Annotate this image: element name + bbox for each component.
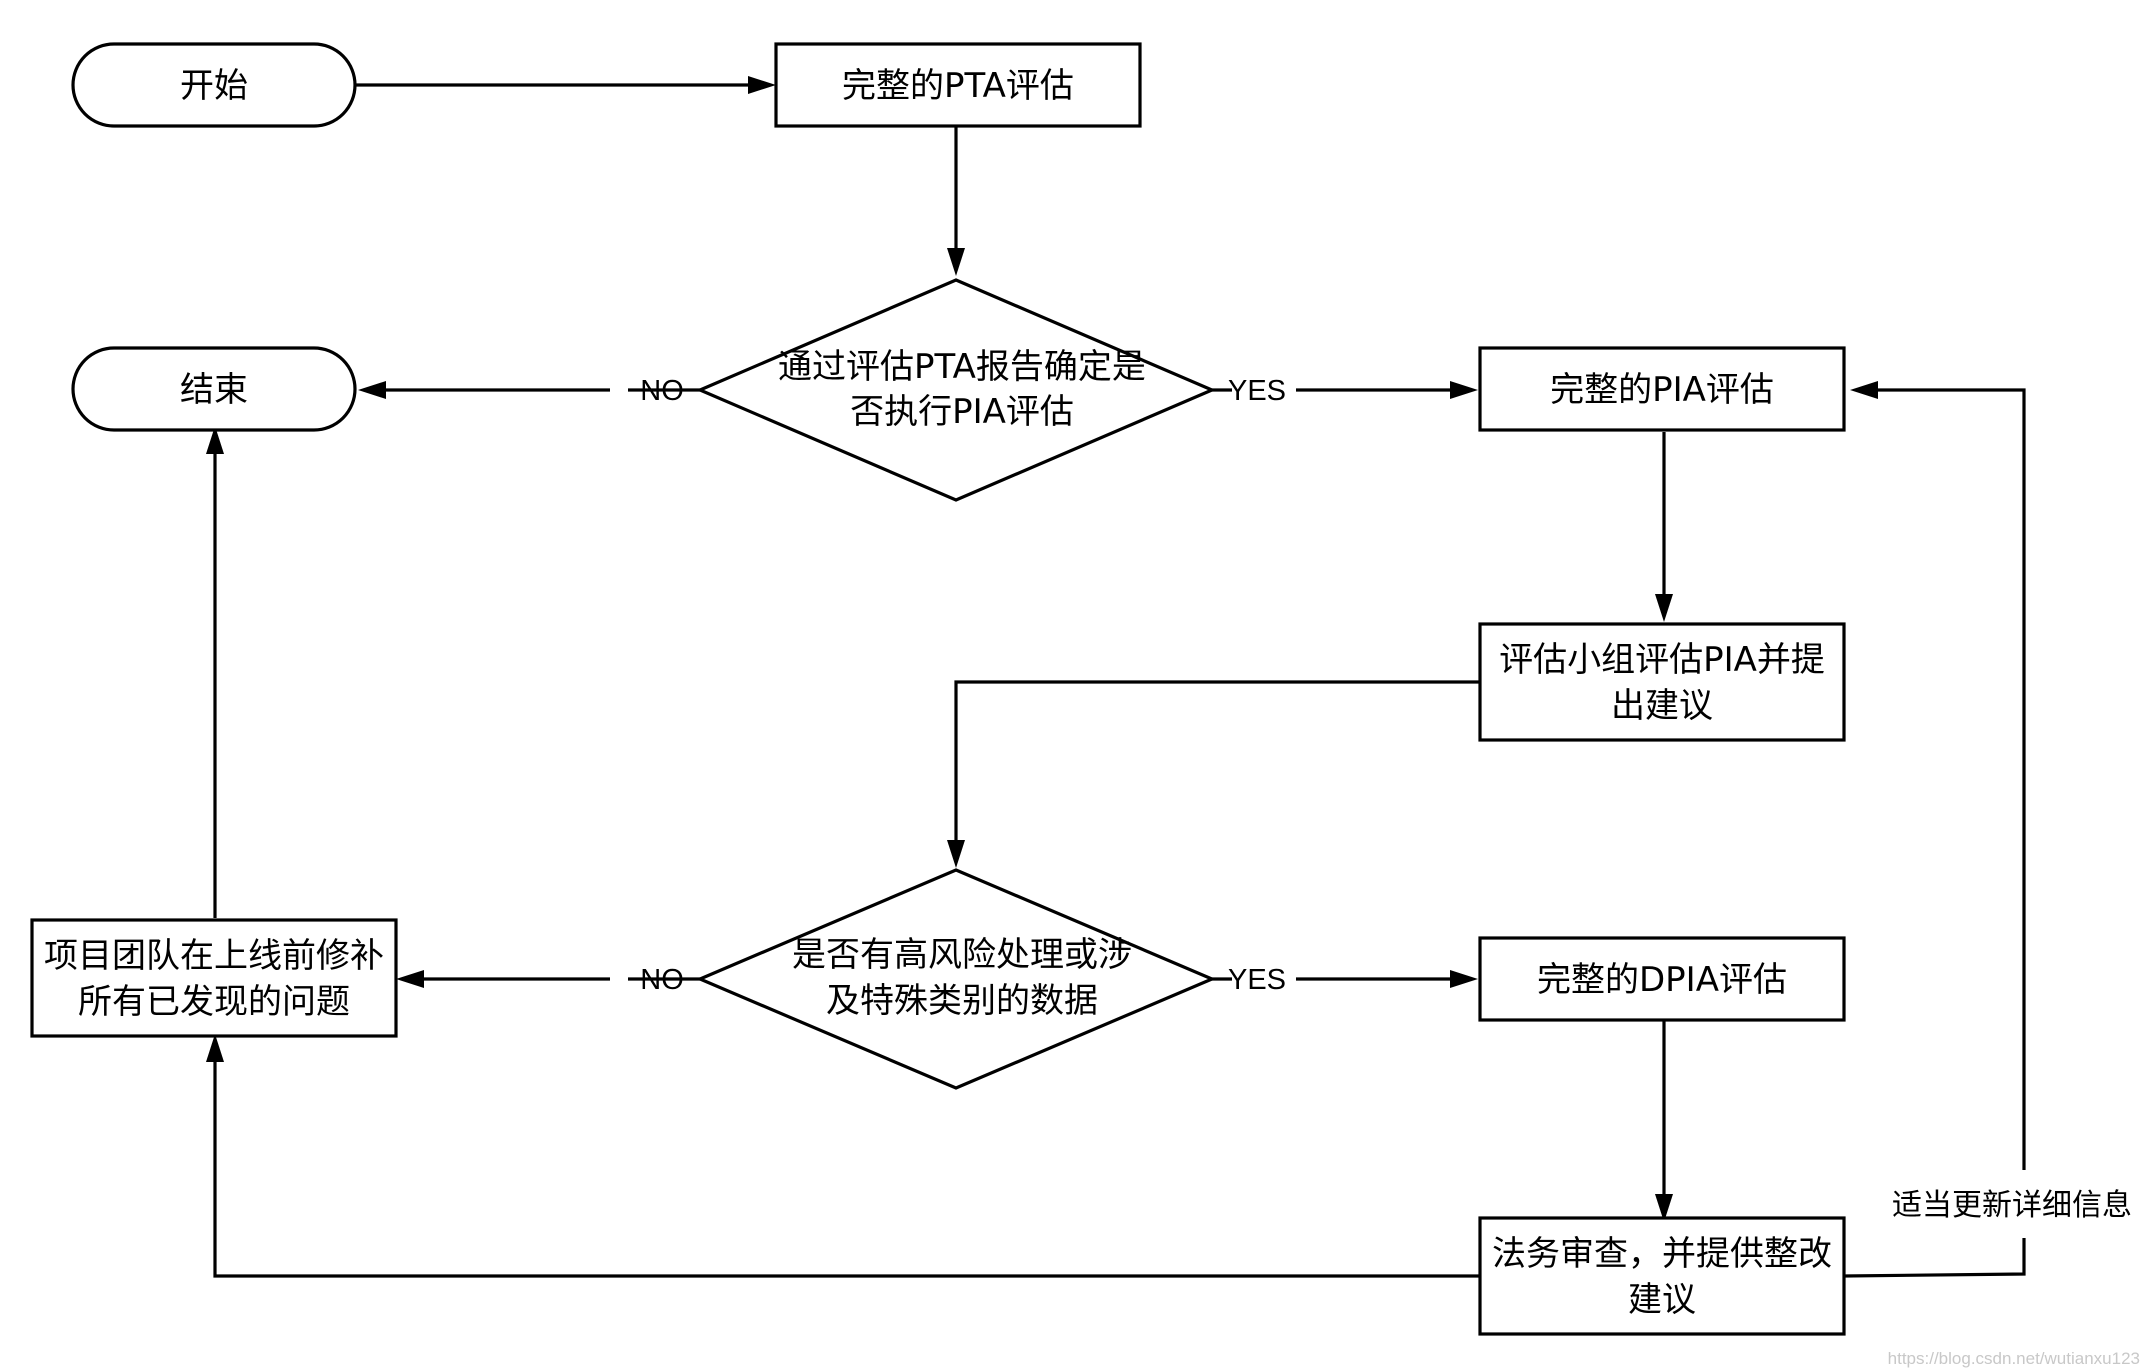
- edge-team-to-risk: [954, 680, 1480, 844]
- arrowhead-right: [1450, 381, 1478, 399]
- process-shape: [30, 918, 398, 1038]
- node-decide-pia-label-line2: 否执行PIA评估: [850, 392, 1074, 432]
- edge-label-yes: YES: [1228, 375, 1286, 407]
- node-remediate-label-line2: 所有已发现的问题: [78, 982, 350, 1022]
- node-decide-pia: 通过评估PTA报告确定是 否执行PIA评估: [695, 278, 1217, 502]
- arrowhead-down: [1655, 594, 1673, 622]
- edge-label-no: NO: [640, 375, 684, 407]
- process-shape: [774, 42, 1142, 128]
- node-end-label: 结束: [180, 370, 248, 410]
- node-legal-review-label-line1: 法务审查，并提供整改: [1492, 1234, 1832, 1274]
- node-high-risk: 是否有高风险处理或涉 及特殊类别的数据: [695, 868, 1217, 1090]
- node-full-pia: 完整的PIA评估: [1478, 346, 1846, 432]
- arrowhead-right: [748, 76, 776, 94]
- node-team-review: 评估小组评估PIA并提 出建议: [1478, 622, 1846, 742]
- arrowhead-left: [396, 970, 424, 988]
- process-shape: [1478, 622, 1846, 742]
- node-high-risk-label-line1: 是否有高风险处理或涉: [792, 935, 1132, 975]
- decision-shape: [695, 278, 1217, 502]
- arrowhead-right: [1450, 970, 1478, 988]
- arrowhead-down: [947, 248, 965, 276]
- process-shape: [1478, 936, 1846, 1022]
- terminal-shape: [71, 346, 357, 432]
- node-team-review-label-line2: 出建议: [1611, 686, 1713, 726]
- node-full-pta-label: 完整的PTA评估: [842, 66, 1074, 106]
- edge-label-yes: YES: [1228, 964, 1286, 996]
- node-decide-pia-label-line1: 通过评估PTA报告确定是: [778, 347, 1146, 387]
- node-start: 开始: [71, 42, 357, 128]
- node-remediate-label-line1: 项目团队在上线前修补: [44, 936, 384, 976]
- arrowhead-left: [358, 381, 386, 399]
- edges: [213, 83, 2026, 1278]
- node-team-review-label-line1: 评估小组评估PIA并提: [1499, 640, 1825, 680]
- node-legal-review: 法务审查，并提供整改 建议: [1478, 1216, 1846, 1336]
- watermark-text: https://blog.csdn.net/wutianxu123: [1888, 1349, 2140, 1368]
- process-shape: [1478, 1216, 1846, 1336]
- edge-legal-to-fix: [213, 1060, 1480, 1278]
- node-legal-review-label-line2: 建议: [1628, 1280, 1696, 1320]
- node-remediate: 项目团队在上线前修补 所有已发现的问题: [30, 918, 398, 1038]
- node-full-pta: 完整的PTA评估: [774, 42, 1142, 128]
- decision-shape: [695, 868, 1217, 1090]
- edge-legal-loop-b: [1876, 388, 2026, 1170]
- edge-label-no: NO: [640, 964, 684, 996]
- arrowhead-down: [947, 840, 965, 868]
- node-end: 结束: [71, 346, 357, 432]
- edge-legal-loop-a: [1843, 1238, 2026, 1278]
- arrowhead-down: [1655, 1194, 1673, 1222]
- terminal-shape: [71, 42, 357, 128]
- arrowheads: [206, 76, 1878, 1222]
- arrowhead-up: [206, 1034, 224, 1062]
- arrowhead-left: [1850, 381, 1878, 399]
- node-full-dpia: 完整的DPIA评估: [1478, 936, 1846, 1022]
- node-full-pia-label: 完整的PIA评估: [1550, 370, 1774, 410]
- loop-note-label: 适当更新详细信息: [1892, 1188, 2132, 1223]
- node-high-risk-label-line2: 及特殊类别的数据: [826, 981, 1098, 1021]
- node-start-label: 开始: [180, 66, 248, 106]
- node-full-dpia-label: 完整的DPIA评估: [1537, 960, 1787, 1000]
- process-shape: [1478, 346, 1846, 432]
- arrowhead-up: [206, 426, 224, 454]
